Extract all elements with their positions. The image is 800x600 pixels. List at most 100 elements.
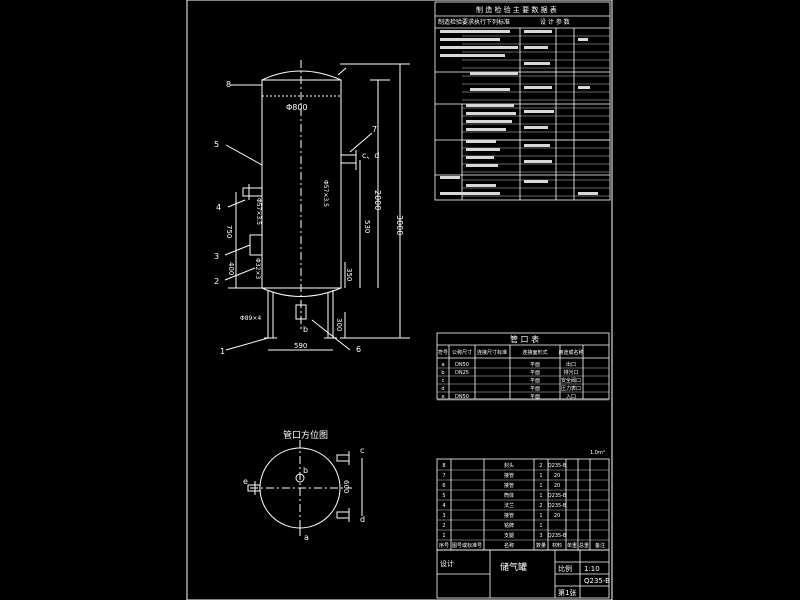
parts-cell: 3	[539, 533, 542, 539]
spec-text-block	[440, 30, 510, 33]
nozzle-cell: 平面	[530, 370, 540, 376]
nozzle-table-frame	[436, 332, 610, 400]
parts-cell: 法兰	[504, 502, 514, 509]
plan-view	[247, 440, 363, 536]
callout-5: 5	[214, 140, 219, 149]
dim-590-label: 590	[294, 342, 307, 350]
parts-cell: Q235-B	[548, 533, 567, 539]
nozzle-cell: DN50	[455, 362, 469, 368]
inlet-nozzle	[242, 187, 263, 197]
nozzle-cell: 压力表口	[561, 385, 581, 392]
spec-text-blocks	[440, 30, 598, 195]
parts-cell: 筒体	[504, 492, 514, 499]
spec-text-block	[524, 30, 552, 33]
spec-text-block	[440, 192, 500, 195]
spec-text-block	[466, 104, 514, 107]
leader-7	[349, 132, 373, 153]
spec-text-block	[470, 88, 510, 91]
parts-header-cell: 数量	[536, 542, 546, 549]
spec-text-block	[466, 156, 494, 159]
callout-4: 4	[216, 203, 221, 212]
spec-subtitle: 制造检验要求执行下列标准	[438, 18, 510, 26]
dim-300-label: 300	[335, 318, 343, 331]
dim-nozzle-3: Φ32×3	[254, 258, 261, 279]
leader-3	[224, 244, 251, 256]
nozzle-table	[436, 332, 610, 400]
plan-letter-b: b	[303, 466, 308, 475]
parts-header-cell: 单重	[567, 542, 577, 549]
spec-text-block	[440, 46, 518, 49]
spec-text-block	[578, 192, 598, 195]
dim-400-label: 400	[227, 262, 235, 275]
parts-cell: 20	[554, 513, 560, 519]
parts-header-cell: 图号或标准号	[452, 542, 482, 549]
nozzle-cell: 平面	[530, 378, 540, 384]
parts-cell: 8	[442, 463, 445, 469]
callout-8: 8	[226, 80, 231, 89]
title-block-label-scale: 比例	[558, 564, 572, 573]
drain-nozzle	[295, 304, 307, 320]
plan-drain	[295, 473, 305, 483]
parts-cell: 2	[539, 503, 542, 509]
leader-4	[227, 199, 246, 208]
parts-cell: 铭牌	[504, 522, 514, 529]
plan-dim-label: 600	[342, 480, 350, 493]
parts-cell: 1	[539, 493, 542, 499]
parts-cell: 1	[539, 523, 542, 529]
plan-nozzle-e	[247, 484, 261, 492]
vessel-elevation	[224, 60, 410, 351]
spec-text-block	[466, 184, 496, 187]
parts-cell: 3	[442, 513, 445, 519]
spec-text-block	[524, 110, 554, 113]
spec-text-block	[466, 140, 496, 143]
parts-cell: 接管	[504, 472, 514, 479]
spec-table-frame	[434, 1, 611, 201]
title-block-sheet: 第1张	[558, 588, 576, 597]
nozzle-cell: 排污口	[563, 369, 578, 376]
spec-text-block	[440, 38, 500, 41]
parts-cell: 1	[539, 513, 542, 519]
nozzle-header-cell: 连接尺寸标准	[477, 349, 507, 356]
parts-cell: Q235-B	[548, 463, 567, 469]
spec-title: 制 造 检 验 主 要 数 据 表	[476, 5, 557, 14]
parts-cell: 7	[442, 473, 445, 479]
nozzle-header-cell: 连接面形式	[522, 349, 547, 356]
nozzle-cell: 平面	[530, 362, 540, 368]
leader-5	[225, 144, 263, 166]
nozzle-letter-b: b	[303, 325, 308, 334]
plan-letter-d: d	[360, 515, 365, 524]
parts-cell: 接管	[504, 512, 514, 519]
spec-text-block	[524, 180, 548, 183]
callout-3: 3	[214, 252, 219, 261]
spec-text-block	[578, 38, 588, 41]
nozzle-cell: c	[442, 378, 445, 384]
parts-list	[436, 458, 610, 551]
plan-letter-a: a	[304, 533, 309, 542]
spec-text-block	[466, 112, 516, 115]
dim-leg-size: Φ89×4	[240, 315, 261, 322]
dim-nozzle-1: Φ57×3.5	[322, 180, 329, 207]
spec-text-block	[524, 144, 550, 147]
plan-letter-c: c	[360, 446, 364, 455]
title-block-name: 储气罐	[500, 561, 527, 573]
spec-section-header: 设 计 参 数	[540, 18, 570, 26]
parts-note: 1.0m³	[590, 450, 605, 456]
spec-text-block	[578, 86, 590, 89]
nozzle-cell: 平面	[530, 386, 540, 392]
parts-cell: 4	[442, 503, 445, 509]
parts-cell: 接管	[504, 482, 514, 489]
spec-text-block	[466, 164, 498, 167]
callout-1: 1	[220, 347, 225, 356]
parts-header-cell: 名称	[504, 542, 514, 549]
nozzle-letter-cd: c、d	[362, 151, 379, 160]
spec-text-block	[466, 120, 512, 123]
parts-cell: 20	[554, 483, 560, 489]
plan-letter-e: e	[243, 477, 248, 486]
spec-text-block	[524, 62, 550, 65]
nozzle-header-cell: 公称尺寸	[452, 349, 472, 356]
spec-text-block	[466, 128, 506, 131]
nozzle-cell: e	[441, 394, 444, 400]
parts-cell: 封头	[504, 462, 514, 469]
